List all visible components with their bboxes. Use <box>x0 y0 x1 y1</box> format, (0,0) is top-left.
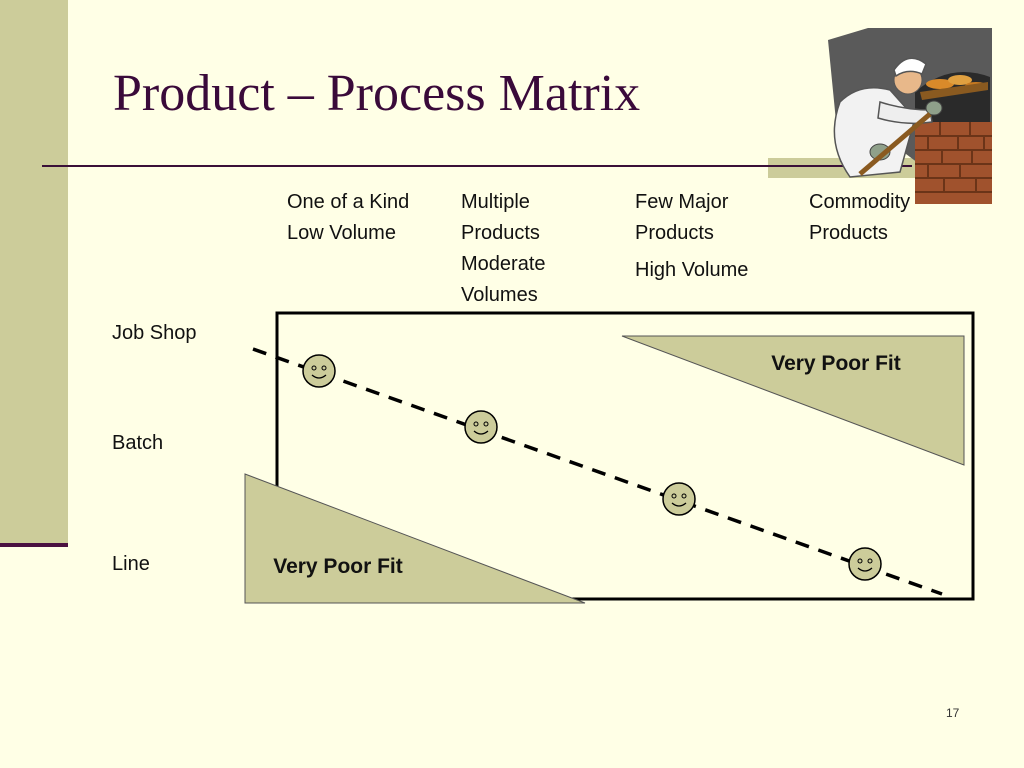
smiley-face-icon <box>662 482 696 516</box>
column-header-line: Products <box>635 222 714 244</box>
column-header-commodity-products: Commodity Products <box>809 187 910 249</box>
lower-left-poor-fit-label: Very Poor Fit <box>273 555 403 578</box>
baker-at-oven-icon <box>828 28 992 204</box>
column-header-one-of-a-kind: One of a Kind Low Volume <box>287 187 409 249</box>
smiley-face-icon <box>464 410 498 444</box>
left-decorative-bar <box>0 0 68 545</box>
column-header-line: Few Major <box>635 191 729 213</box>
upper-right-poor-fit-region <box>621 335 965 466</box>
column-header-line: Low Volume <box>287 222 396 244</box>
smiley-face-icon <box>848 547 882 581</box>
lower-left-poor-fit-region <box>244 473 586 604</box>
smiley-face-icon <box>302 354 336 388</box>
column-header-line: Products <box>809 222 888 244</box>
column-header-line: Multiple <box>461 191 530 213</box>
title-rule <box>42 165 912 167</box>
column-header-multiple-products: Multiple Products Moderate Volumes <box>461 187 546 311</box>
column-header-line: Volumes <box>461 284 538 306</box>
matrix-frame <box>275 311 975 601</box>
column-header-line: Moderate <box>461 253 546 275</box>
upper-right-poor-fit-label: Very Poor Fit <box>771 352 901 375</box>
column-header-few-major-products: Few Major Products High Volume <box>635 187 748 286</box>
row-label-line: Line <box>112 553 150 575</box>
slide-title: Product – Process Matrix <box>113 65 641 122</box>
diagonal-dashed-line <box>252 347 943 596</box>
slide-number: 17 <box>946 706 960 720</box>
left-bar-accent <box>0 543 68 547</box>
row-label-batch: Batch <box>112 432 164 454</box>
row-label-job-shop: Job Shop <box>112 322 197 344</box>
column-header-line: Commodity <box>809 191 911 213</box>
column-header-line: High Volume <box>635 259 749 281</box>
column-header-line: Products <box>461 222 540 244</box>
column-header-line: One of a Kind <box>287 191 410 213</box>
